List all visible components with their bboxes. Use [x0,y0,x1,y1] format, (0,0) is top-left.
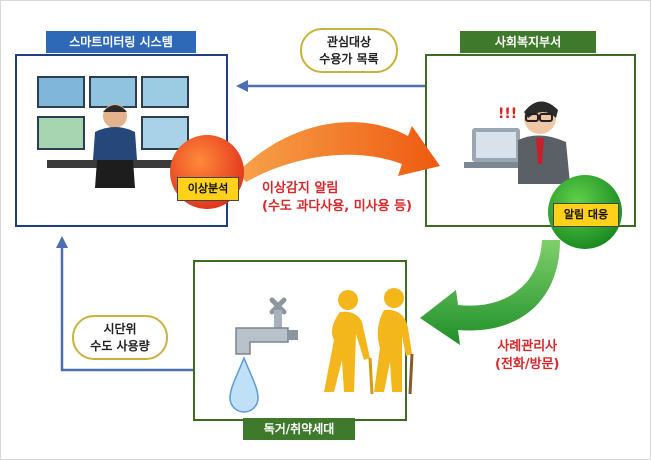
hourly-usage-pill: 시단위 수도 사용량 [72,315,168,360]
hourly-usage-line1: 시단위 [103,322,137,336]
interest-list-line2: 수용가 목록 [319,52,379,66]
elderly-couple-icon [324,288,414,395]
smart-meter-title: 스마트미터링 시스템 [46,31,196,53]
interest-list-arrow [236,80,425,92]
faucet-water-drop-icon [229,297,298,413]
case-manager-line2: (전화/방문) [495,357,560,372]
case-manager-line1: 사례관리사 [497,339,558,354]
anomaly-alert-text: 이상감지 알림 (수도 과다사용, 미사용 등) [262,180,412,216]
hourly-usage-line2: 수도 사용량 [90,339,150,353]
anomaly-alert-line2: (수도 과다사용, 미사용 등) [262,199,412,214]
svg-text:!!!: !!! [498,106,517,122]
household-title: 독거/취약세대 [243,418,355,440]
welfare-title: 사회복지부서 [460,31,596,53]
hourly-usage-arrow [56,236,193,372]
anomaly-alert-line1: 이상감지 알림 [262,181,339,196]
interest-list-pill: 관심대상 수용가 목록 [300,28,398,73]
case-manager-text: 사례관리사 (전화/방문) [495,338,559,374]
alert-response-badge: 알림 대응 [553,203,619,227]
case-manager-arrow [420,240,560,345]
interest-list-line1: 관심대상 [326,35,372,49]
analysis-badge: 이상분석 [177,177,239,201]
anomaly-alert-arrow [238,122,440,182]
